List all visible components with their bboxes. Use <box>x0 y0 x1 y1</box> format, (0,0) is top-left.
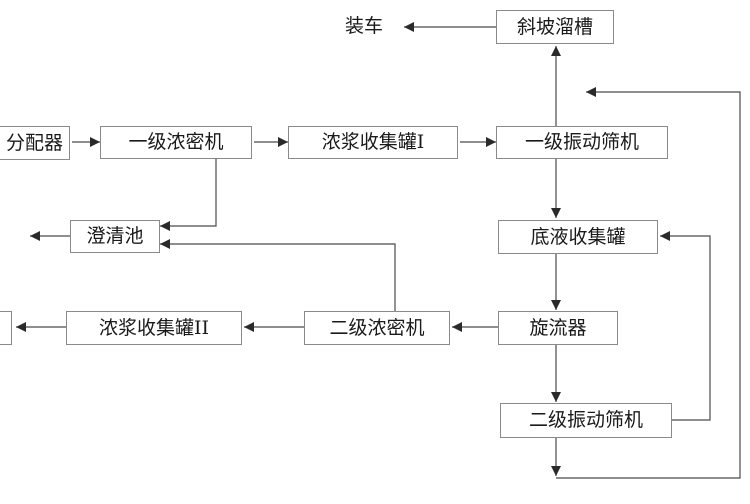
node-chengqing: 澄清池 <box>70 220 160 253</box>
node-nongjiang-1: 浓浆收集罐I <box>288 126 458 159</box>
node-zhuangche: 装车 <box>345 15 384 37</box>
node-nongjiang-2: 浓浆收集罐II <box>66 311 242 345</box>
node-xiepo: 斜坡溜槽 <box>496 10 614 44</box>
node-erji-nongmi: 二级浓密机 <box>304 311 450 345</box>
arrow-erji-nongmi-to-chengqing <box>160 239 396 311</box>
node-erji-zhendong: 二级振动筛机 <box>500 403 672 438</box>
arrow-erji-zhendong-to-diye <box>660 231 711 421</box>
arrow-yiji-nongmi-to-chengqing <box>160 158 217 231</box>
node-diye: 底液收集罐 <box>498 220 658 254</box>
return-loop-line <box>556 87 741 479</box>
node-fenpeiqi: 分配器 <box>0 126 70 160</box>
node-yiji-zhendong: 一级振动筛机 <box>496 126 668 159</box>
node-left-stub <box>0 311 12 345</box>
node-yiji-nongmi: 一级浓密机 <box>100 126 252 159</box>
node-xuanliu: 旋流器 <box>498 311 618 345</box>
